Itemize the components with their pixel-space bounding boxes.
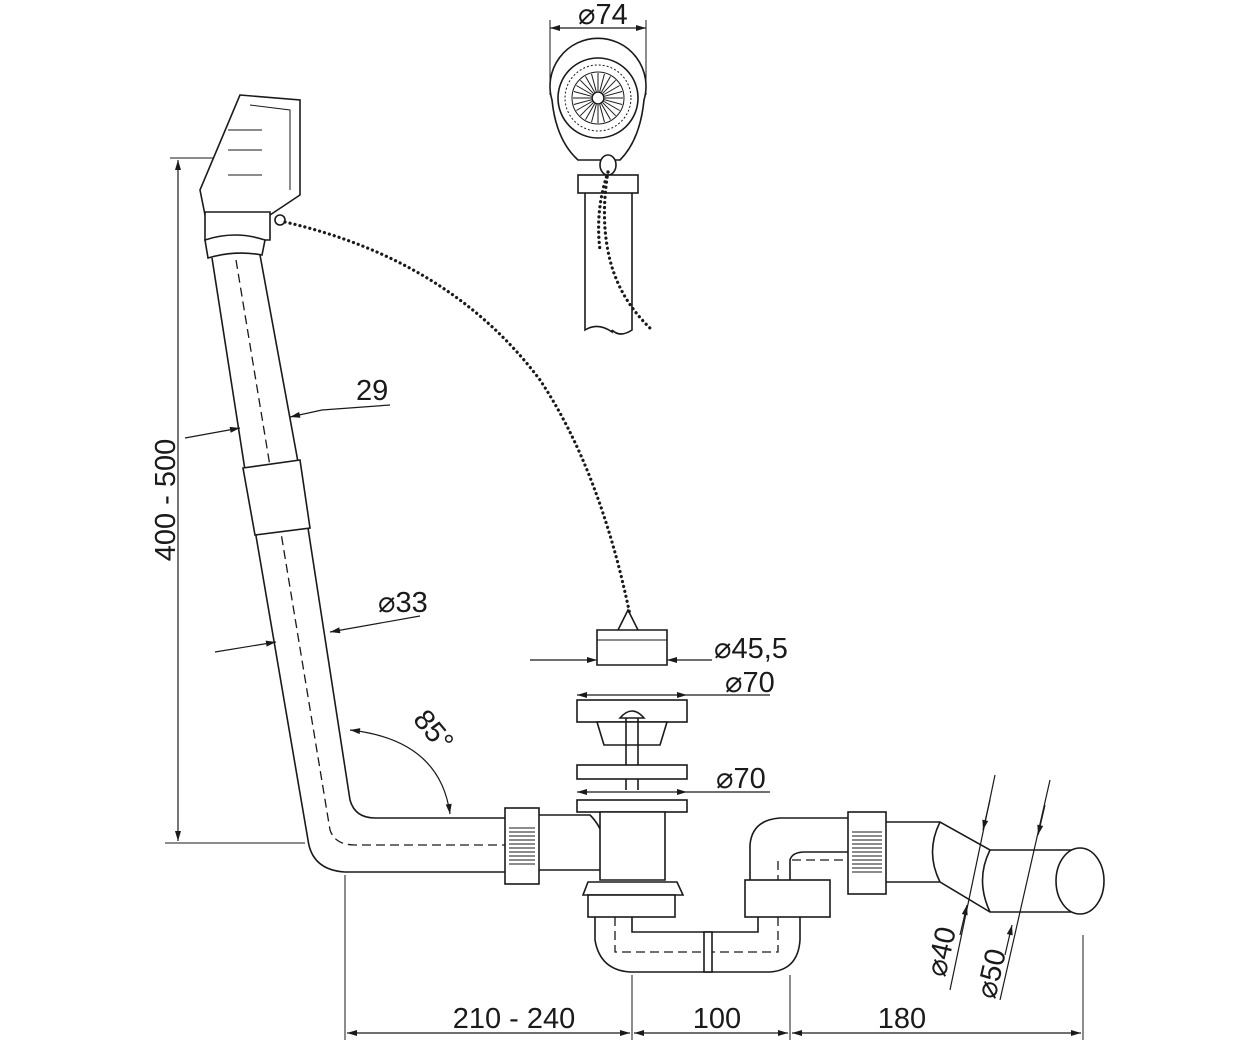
top-diameter-label: ⌀74 — [578, 0, 628, 31]
plug-diameter-label: ⌀45,5 — [714, 633, 788, 665]
flange-diameter-top-label: ⌀70 — [725, 667, 775, 699]
outlet-diameter-small-label: ⌀40 — [921, 924, 963, 980]
drain-assembly: ⌀45,5 ⌀70 ⌀70 — [530, 608, 850, 973]
angle-label: 85° — [407, 704, 460, 758]
overflow-head — [199, 94, 301, 260]
union-nut — [504, 807, 607, 885]
length-right-label: 180 — [878, 1003, 926, 1035]
outlet-pipe: ⌀40 ⌀50 — [847, 774, 1105, 1002]
overflow-pipe: 29 ⌀33 85° — [184, 254, 505, 873]
outlet-diameter-large-label: ⌀50 — [971, 946, 1013, 1002]
plug-chain — [283, 220, 632, 617]
length-middle-label: 100 — [693, 1003, 741, 1035]
height-dimension: 400 - 500 — [150, 157, 305, 844]
pipe-diameter-label: ⌀33 — [378, 587, 428, 619]
flange-diameter-bottom-label: ⌀70 — [716, 763, 766, 795]
height-range-label: 400 - 500 — [150, 439, 182, 562]
length-left-label: 210 - 240 — [453, 1003, 576, 1035]
horizontal-dimensions: 210 - 240 100 180 — [344, 875, 1084, 1040]
pipe-width-label: 29 — [356, 375, 388, 407]
overflow-top-detail — [549, 20, 654, 335]
